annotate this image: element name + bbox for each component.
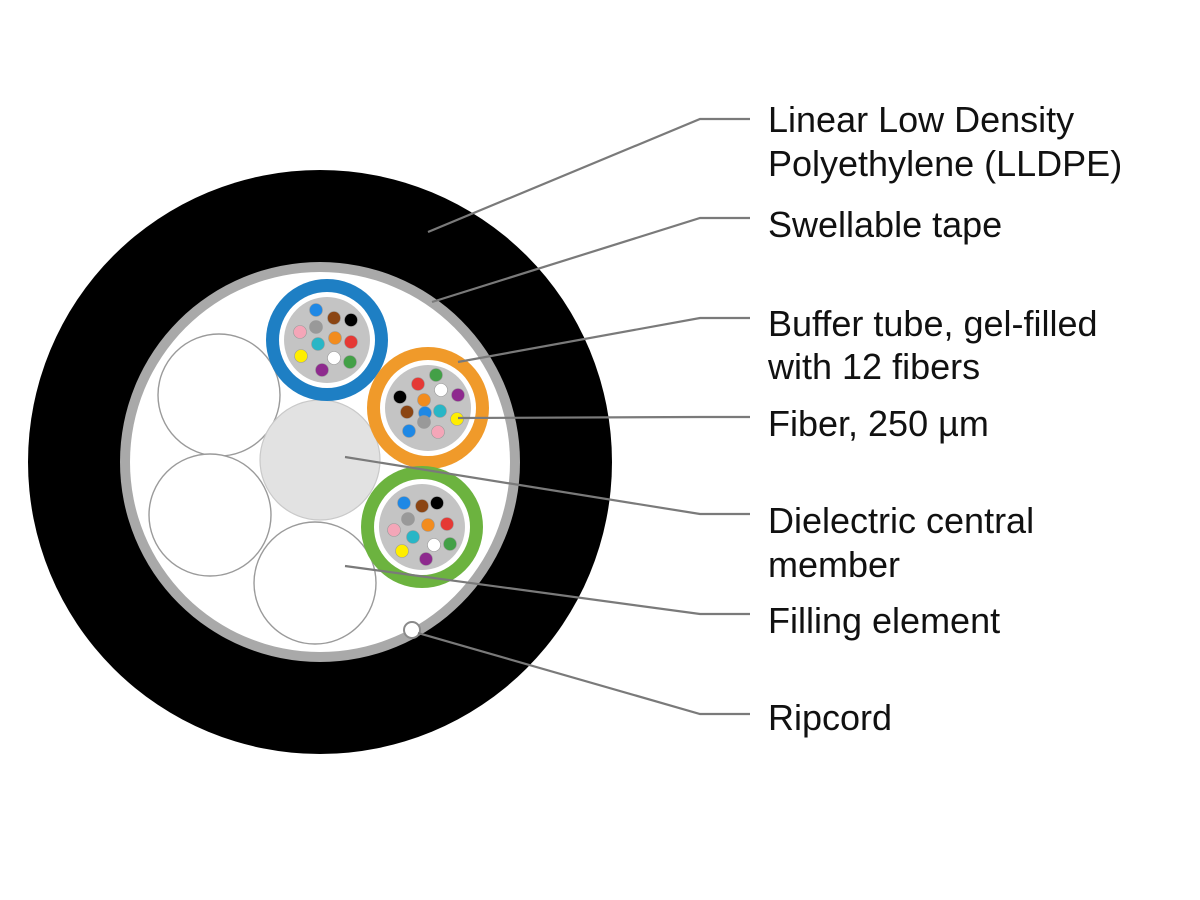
label-filling-element: Filling element xyxy=(768,600,1000,641)
label-buffer-tube-line1: Buffer tube, gel-filled xyxy=(768,303,1098,344)
fiber-orange-tube-3 xyxy=(393,390,407,404)
fiber-blue-tube-1 xyxy=(309,303,323,317)
fiber-blue-tube-8 xyxy=(344,335,358,349)
fiber-blue-tube-6 xyxy=(311,337,325,351)
fiber-green-tube-11 xyxy=(443,537,457,551)
fiber-green-tube-12 xyxy=(419,552,433,566)
label-lldpe-line2: Polyethylene (LLDPE) xyxy=(768,143,1122,184)
label-lldpe-line1: Linear Low Density xyxy=(768,99,1074,140)
fibers-green-tube xyxy=(387,496,457,566)
fiber-orange-tube-6 xyxy=(451,388,465,402)
label-central-member-line1: Dielectric central xyxy=(768,500,1034,541)
fiber-green-tube-10 xyxy=(427,538,441,552)
fibers-blue-tube xyxy=(293,303,358,377)
fiber-blue-tube-3 xyxy=(327,311,341,325)
fiber-blue-tube-9 xyxy=(294,349,308,363)
fiber-orange-tube-7 xyxy=(400,405,414,419)
fibers-orange-tube xyxy=(393,368,465,439)
fiber-orange-tube-2 xyxy=(429,368,443,382)
ripcord xyxy=(403,621,421,639)
label-swellable-tape: Swellable tape xyxy=(768,204,1002,245)
fiber-orange-tube-4 xyxy=(417,393,431,407)
filling-element-middle-left xyxy=(148,453,272,577)
leader-line-ripcord xyxy=(417,631,750,716)
fiber-orange-tube-9 xyxy=(433,404,447,418)
fiber-green-tube-6 xyxy=(406,530,420,544)
fiber-blue-tube-2 xyxy=(309,320,323,334)
label-ripcord: Ripcord xyxy=(768,697,892,738)
buffer-tube-orange xyxy=(367,347,489,469)
fiber-orange-tube-5 xyxy=(434,383,448,397)
fiber-blue-tube-4 xyxy=(344,313,358,327)
fiber-green-tube-2 xyxy=(415,499,429,513)
label-central-member-line2: member xyxy=(768,544,900,585)
fiber-blue-tube-10 xyxy=(327,351,341,365)
fiber-blue-tube-11 xyxy=(343,355,357,369)
fiber-orange-tube-11 xyxy=(417,415,431,429)
leader-line-lldpe xyxy=(427,117,750,234)
fiber-orange-tube-8 xyxy=(402,424,416,438)
fiber-orange-tube-12 xyxy=(431,425,445,439)
label-buffer-tube-line2: with 12 fibers xyxy=(767,346,980,387)
fiber-orange-tube-1 xyxy=(411,377,425,391)
fiber-green-tube-8 xyxy=(440,517,454,531)
fiber-green-tube-9 xyxy=(395,544,409,558)
leader-line-buffer-tube xyxy=(457,316,750,364)
filling-element-bottom xyxy=(253,521,377,645)
fiber-blue-tube-5 xyxy=(293,325,307,339)
leader-line-central-member xyxy=(344,455,750,516)
leader-line-tape xyxy=(431,216,750,304)
fiber-green-tube-7 xyxy=(421,518,435,532)
fiber-green-tube-1 xyxy=(397,496,411,510)
fiber-green-tube-4 xyxy=(401,512,415,526)
leader-line-filling-element xyxy=(344,564,750,616)
fiber-green-tube-5 xyxy=(387,523,401,537)
fiber-blue-tube-12 xyxy=(315,363,329,377)
buffer-tube-green xyxy=(361,466,483,588)
label-fiber: Fiber, 250 µm xyxy=(768,403,989,444)
buffer-tube-blue xyxy=(266,279,388,401)
fiber-green-tube-3 xyxy=(430,496,444,510)
filling-element-top-left xyxy=(157,333,281,457)
leader-line-fiber xyxy=(457,415,750,420)
fiber-blue-tube-7 xyxy=(328,331,342,345)
